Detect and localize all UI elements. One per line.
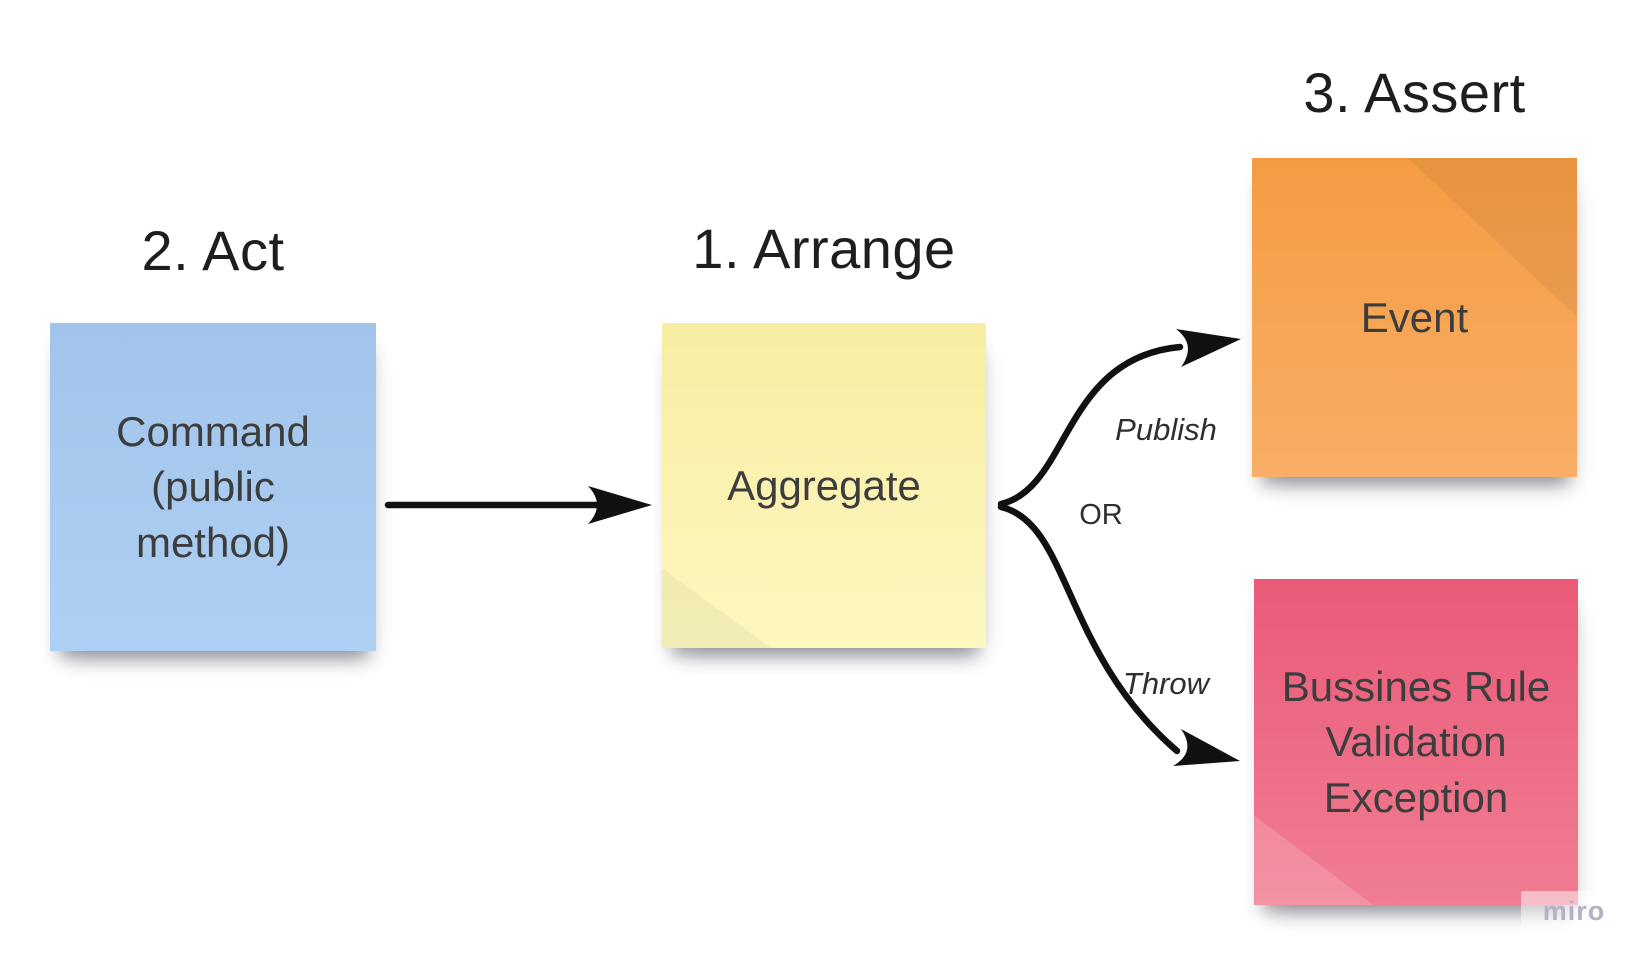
connector-throw-curve[interactable] bbox=[997, 503, 1181, 755]
sticky-note-exception-text: Bussines Rule Validation Exception bbox=[1281, 662, 1551, 821]
miro-watermark: miro bbox=[1521, 891, 1627, 931]
miro-logo: miro bbox=[1542, 895, 1606, 926]
connector-label-or[interactable]: OR bbox=[1079, 499, 1123, 531]
sticky-note-command-text: Command (public method) bbox=[116, 407, 310, 566]
connector-publish-curve[interactable] bbox=[997, 343, 1184, 508]
arrowhead-throw-icon bbox=[1173, 729, 1240, 766]
sticky-note-command[interactable]: Command (public method) bbox=[50, 323, 376, 651]
connector-label-throw[interactable]: Throw bbox=[1122, 666, 1210, 701]
sticky-note-event[interactable]: Event bbox=[1252, 158, 1577, 477]
sticky-note-exception[interactable]: Bussines Rule Validation Exception bbox=[1254, 579, 1578, 905]
arrowhead-command-to-aggregate-icon bbox=[588, 486, 652, 524]
connector-label-publish[interactable]: Publish bbox=[1115, 412, 1217, 447]
heading-act[interactable]: 2. Act bbox=[141, 219, 285, 282]
sticky-note-aggregate-text: Aggregate bbox=[727, 461, 921, 509]
sticky-note-event-text: Event bbox=[1360, 293, 1469, 341]
sticky-note-aggregate[interactable]: Aggregate bbox=[662, 323, 986, 648]
heading-arrange[interactable]: 1. Arrange bbox=[692, 217, 956, 280]
heading-assert[interactable]: 3. Assert bbox=[1303, 61, 1526, 124]
arrowhead-publish-icon bbox=[1176, 329, 1241, 367]
